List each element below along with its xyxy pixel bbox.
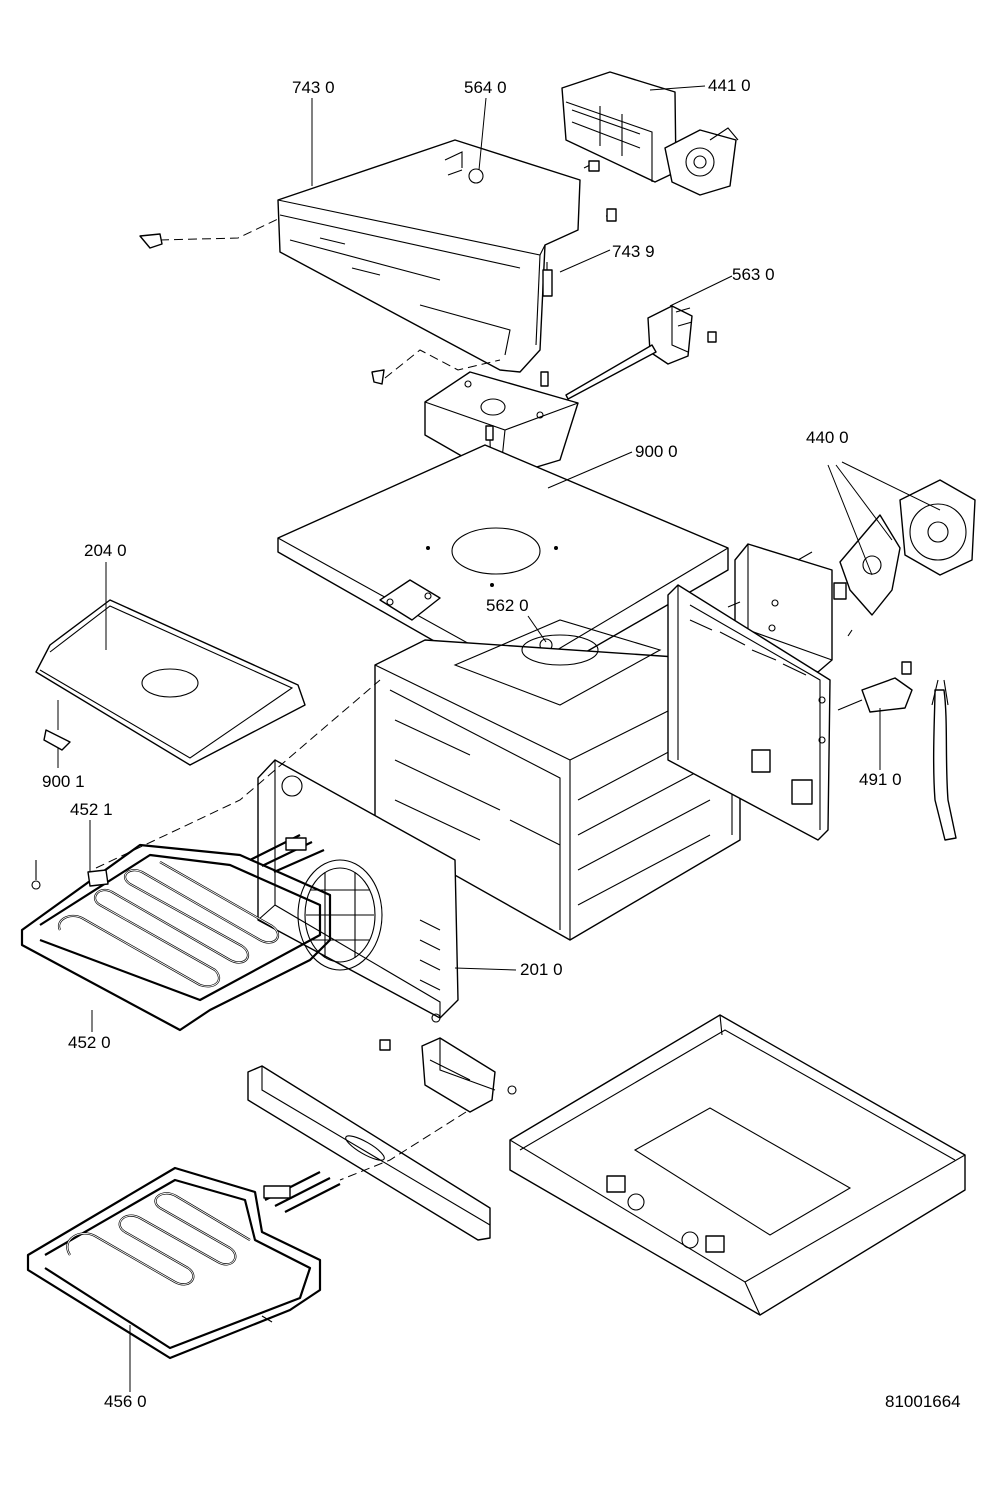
callout-leaders <box>57 85 881 1392</box>
part-duct-cover <box>139 139 617 385</box>
part-heating-element-456 <box>26 1166 341 1360</box>
part-tangential-fan <box>561 71 739 196</box>
part-terminal-block <box>837 661 957 841</box>
callout-900-0: 900 0 <box>635 442 678 461</box>
callout-743-9: 743 9 <box>612 242 655 261</box>
callout-440-0: 440 0 <box>806 428 849 447</box>
part-bracket <box>339 1037 517 1181</box>
callout-491-0: 491 0 <box>859 770 902 789</box>
callout-900-1: 900 1 <box>42 772 85 791</box>
callout-562-0: 562 0 <box>486 596 529 615</box>
callout-452-1: 452 1 <box>70 800 113 819</box>
part-front-panel <box>257 759 459 1023</box>
callout-201-0: 201 0 <box>520 960 563 979</box>
callout-564-0: 564 0 <box>464 78 507 97</box>
callout-441-0: 441 0 <box>708 76 751 95</box>
part-support-rail <box>247 1065 491 1241</box>
part-heating-element-452 <box>20 679 381 1032</box>
callout-743-0: 743 0 <box>292 78 335 97</box>
callout-452-0: 452 0 <box>68 1033 111 1052</box>
part-back-wall <box>667 584 831 841</box>
part-panel-204 <box>35 599 306 766</box>
callout-456-0: 456 0 <box>104 1392 147 1411</box>
part-bottom-tray <box>509 1014 966 1316</box>
drawing-number: 81001664 <box>885 1392 961 1411</box>
callout-204-0: 204 0 <box>84 541 127 560</box>
callout-563-0: 563 0 <box>732 265 775 284</box>
